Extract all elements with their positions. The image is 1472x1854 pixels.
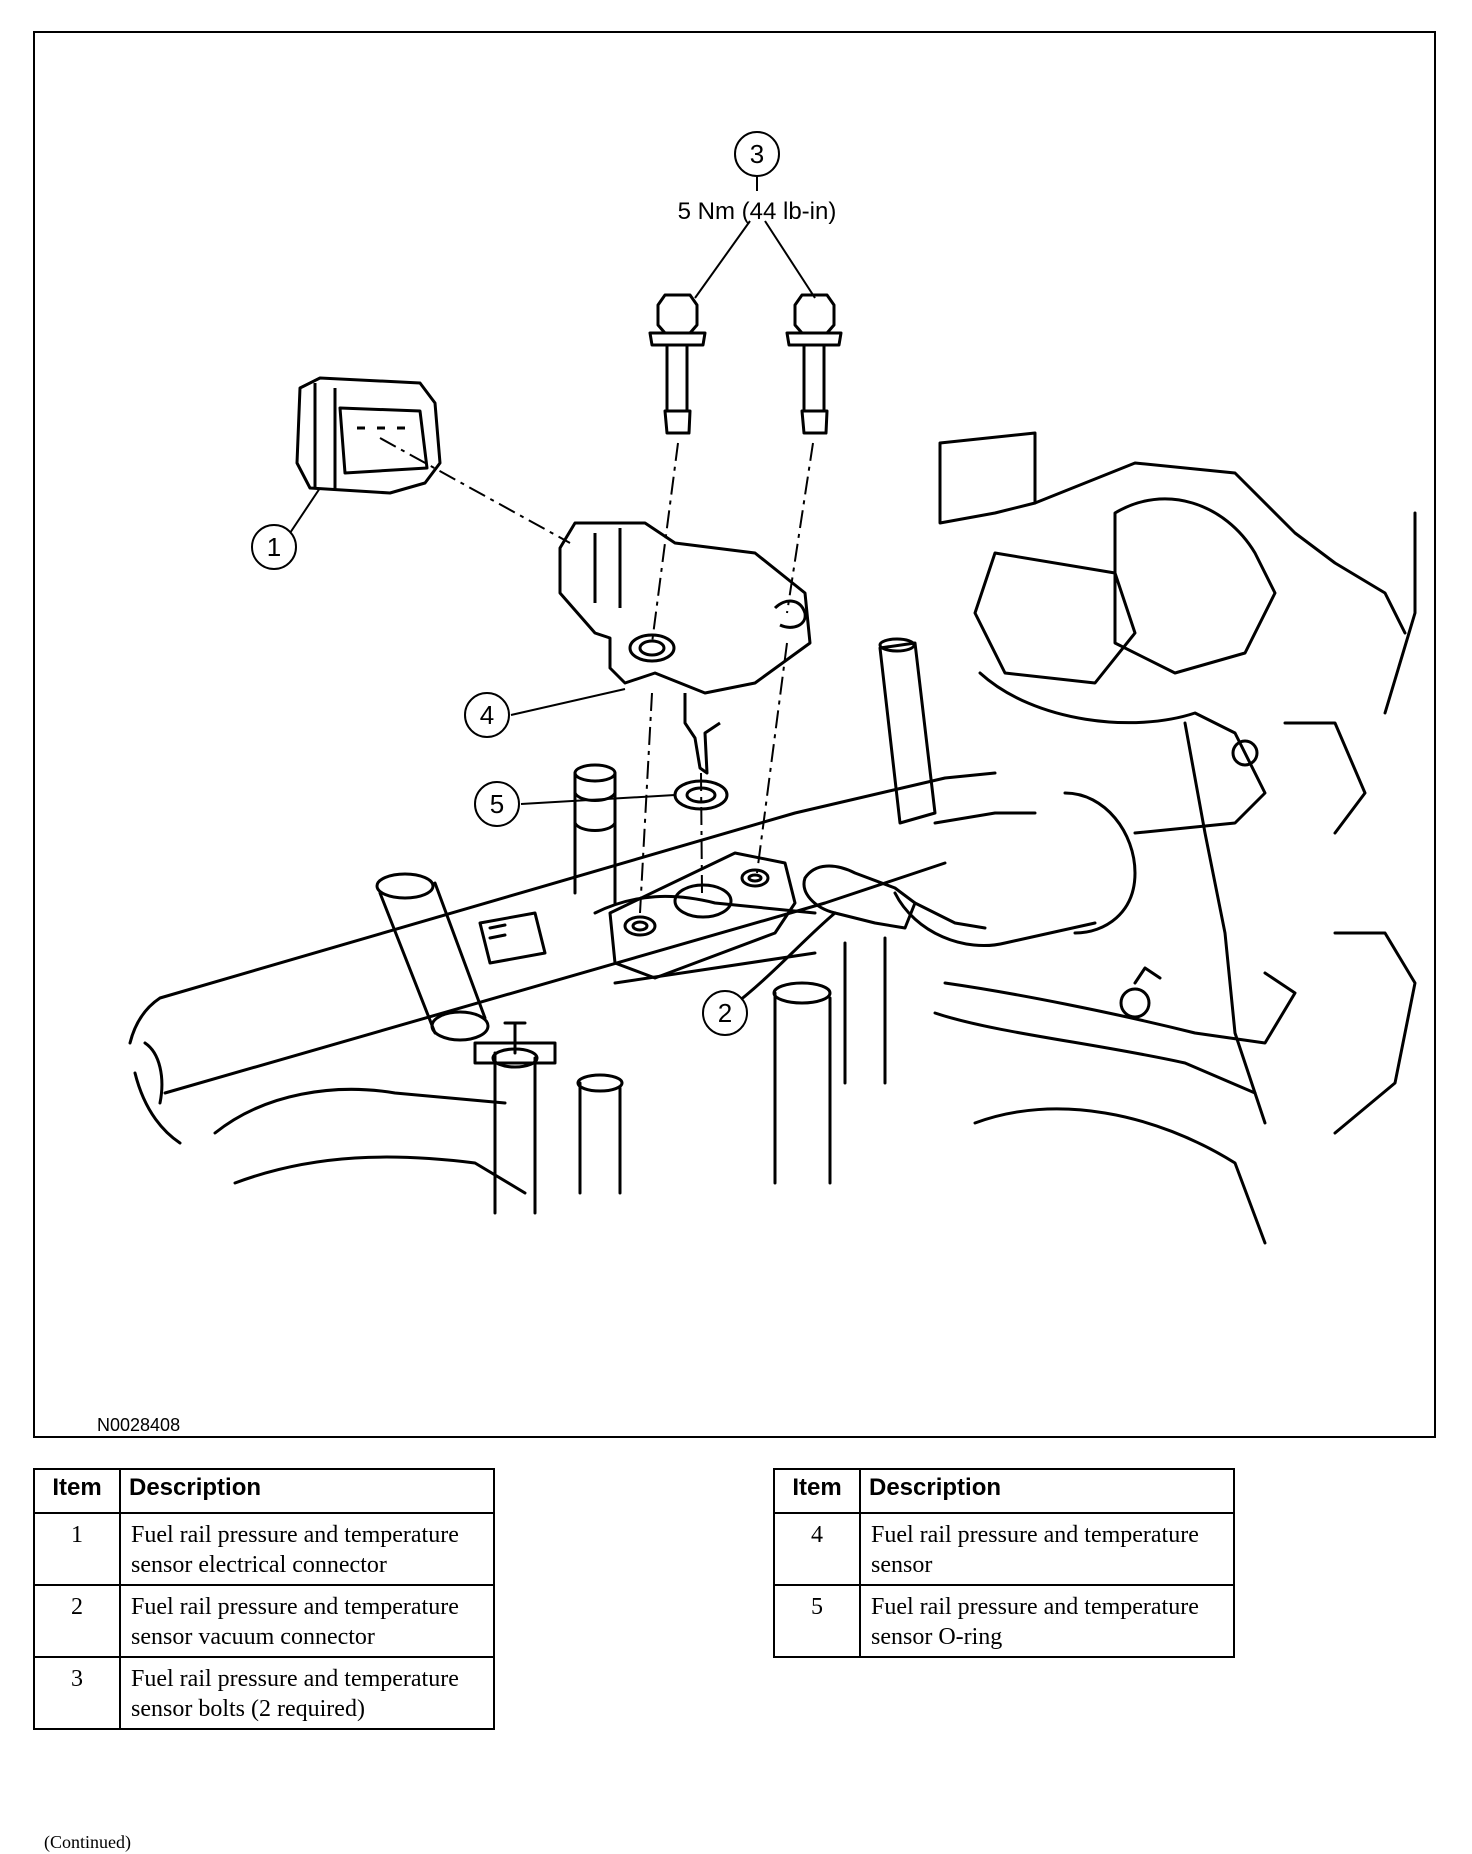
figure-frame: 3 1 4 5 2 5 Nm (44 lb-in) N0028408 [33, 31, 1436, 1438]
bolt-left [648, 293, 707, 435]
mounting-pad [608, 851, 797, 980]
engine-background [893, 431, 1417, 1245]
parts-table-left: Item Description 1 Fuel rail pressure an… [33, 1468, 495, 1730]
continued-note: (Continued) [44, 1832, 131, 1852]
vacuum-connector [802, 637, 987, 930]
item-description: Fuel rail pressure and temperature senso… [119, 1656, 495, 1730]
table-row: 1 Fuel rail pressure and temperature sen… [33, 1512, 495, 1586]
left-tube [375, 872, 490, 1042]
table-row: 4 Fuel rail pressure and temperature sen… [773, 1512, 1235, 1586]
callout-label-4: 4 [480, 700, 494, 730]
item-description: Fuel rail pressure and temperature senso… [119, 1584, 495, 1658]
callout-label-2: 2 [718, 998, 732, 1028]
callout-circle-3 [734, 131, 780, 177]
injectors [473, 763, 887, 1215]
item-description: Fuel rail pressure and temperature senso… [859, 1512, 1235, 1586]
callout-label-1: 1 [267, 532, 281, 562]
item-number: 1 [33, 1512, 121, 1586]
fuel-rail [128, 771, 997, 1195]
item-number: 2 [33, 1584, 121, 1658]
callout-label-3: 3 [750, 139, 764, 169]
item-number: 3 [33, 1656, 121, 1730]
callout-label-5: 5 [490, 789, 504, 819]
table-row: 2 Fuel rail pressure and temperature sen… [33, 1584, 495, 1658]
callout-circle-2 [702, 990, 748, 1036]
header-description: Description [119, 1468, 495, 1514]
table-header-row: Item Description [33, 1468, 495, 1514]
table-row: 3 Fuel rail pressure and temperature sen… [33, 1656, 495, 1730]
pressure-sensor [558, 521, 812, 775]
callout-circle-1 [251, 524, 297, 570]
torque-spec-label: 5 Nm (44 lb-in) [678, 198, 837, 225]
exploded-view-diagram: 3 1 4 5 2 5 Nm (44 lb-in) [128, 131, 1417, 1245]
header-item: Item [773, 1468, 861, 1514]
electrical-connector [295, 376, 442, 495]
table-row: 5 Fuel rail pressure and temperature sen… [773, 1584, 1235, 1658]
item-description: Fuel rail pressure and temperature senso… [119, 1512, 495, 1586]
figure-id: N0028408 [97, 1415, 181, 1435]
callout-circle-5 [474, 781, 520, 827]
callout-circle-4 [464, 692, 510, 738]
header-item: Item [33, 1468, 121, 1514]
item-number: 4 [773, 1512, 861, 1586]
header-description: Description [859, 1468, 1235, 1514]
item-description: Fuel rail pressure and temperature senso… [859, 1584, 1235, 1658]
bolt-right [785, 293, 843, 435]
item-number: 5 [773, 1584, 861, 1658]
rail-small-connector [478, 911, 547, 965]
table-header-row: Item Description [773, 1468, 1235, 1514]
parts-table-right: Item Description 4 Fuel rail pressure an… [773, 1468, 1235, 1658]
